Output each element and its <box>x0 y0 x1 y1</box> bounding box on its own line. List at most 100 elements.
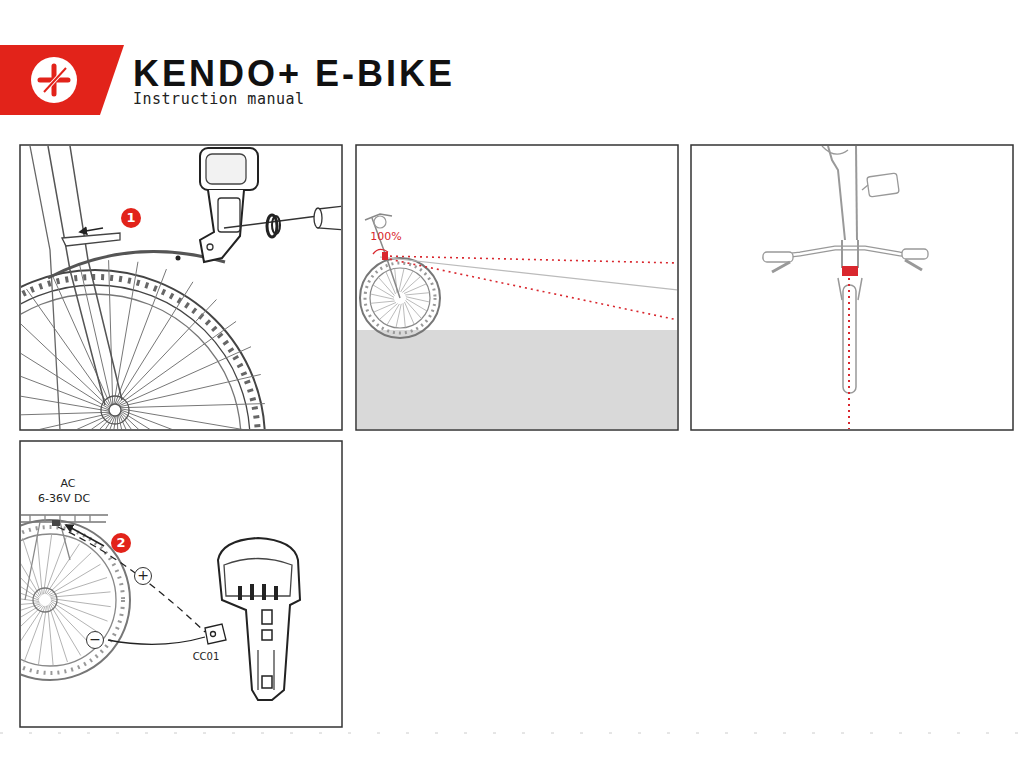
front-wheel-mount-part <box>48 252 225 278</box>
rear-wiring-part <box>262 676 272 688</box>
supply-voltage: 6-36V DC <box>38 492 90 505</box>
wheel-spoke <box>121 410 256 429</box>
wheel-spoke <box>48 605 53 665</box>
wheel-spoke <box>109 260 113 404</box>
rear-wiring-part <box>33 588 57 612</box>
front-wheel-mount-part <box>224 216 318 228</box>
wheel-spoke <box>399 268 404 292</box>
wheel-spoke <box>116 282 193 404</box>
top-view-alignment-part <box>772 262 790 272</box>
rear-wiring-part <box>108 637 205 644</box>
wheel-spoke <box>118 321 236 405</box>
wheel-spoke <box>403 303 405 327</box>
beam-alignment-part <box>384 258 677 320</box>
wheel-spoke <box>21 413 110 429</box>
front-wheel-mount-part <box>101 396 129 424</box>
rear-wiring-part <box>205 624 226 644</box>
subtitle: Instruction manual <box>133 90 305 108</box>
top-view-alignment-part <box>862 185 868 190</box>
wheel-spoke <box>21 415 112 429</box>
beam-alignment-part <box>380 257 677 290</box>
wheel-spoke <box>26 289 110 407</box>
beam-alignment-part <box>374 216 386 228</box>
callout-number: 1 <box>121 208 141 228</box>
wheel-spoke <box>21 603 40 608</box>
top-view-alignment-part <box>902 249 928 259</box>
rear-wiring-part <box>211 632 216 637</box>
rear-wiring-part <box>262 630 272 640</box>
wheel-spoke <box>21 604 40 623</box>
panel-frame <box>20 145 1013 727</box>
rear-wiring-part <box>25 522 70 600</box>
front-wheel-mount-part <box>21 277 258 429</box>
wheel-spoke <box>21 309 109 408</box>
wheel-spoke <box>120 374 261 406</box>
top-view-alignment-part <box>856 146 857 240</box>
wheel-spoke <box>51 599 111 607</box>
rear-wiring <box>21 515 300 700</box>
front-wheel-mount-part <box>21 260 265 429</box>
top-view-alignment-part <box>828 146 845 240</box>
front-wheel-mount-part <box>21 270 265 429</box>
beam-alignment-part <box>365 214 392 220</box>
wheel-spoke <box>52 274 111 406</box>
wheel-spoke <box>370 294 394 299</box>
polarity-symbol: + <box>134 567 152 585</box>
top-view-alignment-part <box>905 260 922 270</box>
top-view-alignment-part <box>867 173 899 197</box>
wheel-spoke <box>24 606 45 663</box>
rear-wiring-part <box>218 538 300 700</box>
page-rule <box>0 733 1024 734</box>
supply-type: AC <box>60 477 75 490</box>
wheel-spoke <box>44 534 52 594</box>
wheel-spoke <box>406 297 430 302</box>
top-view-alignment-part <box>848 278 850 429</box>
rear-wiring-part <box>21 520 130 680</box>
wheel-spoke <box>21 416 113 429</box>
wheel-spoke <box>374 302 396 312</box>
rear-wiring-part <box>52 520 60 526</box>
beam-alignment <box>357 214 677 429</box>
page-title: KENDO+ E-BIKE <box>133 53 455 95</box>
wheel-spoke <box>121 404 265 408</box>
wheel-spoke <box>21 412 109 416</box>
connector-code: CC01 <box>193 651 220 662</box>
front-wheel-mount-part <box>80 228 103 232</box>
brand-logo <box>0 45 124 115</box>
wheel-spoke <box>21 387 109 411</box>
front-wheel-mount-part <box>70 146 122 400</box>
front-wheel-mount-part <box>200 148 258 190</box>
rear-wiring-part <box>58 527 205 632</box>
rear-wiring-part <box>262 610 272 624</box>
top-view-alignment-part <box>763 252 793 262</box>
front-wheel-mount-part <box>176 256 181 261</box>
front-wheel-mount <box>21 146 341 429</box>
wheel-spoke <box>49 564 101 595</box>
wheel-spoke <box>50 604 81 656</box>
brand-logo-part <box>0 45 124 115</box>
brand-logo-part <box>44 68 66 92</box>
front-wheel-mount-part <box>30 146 60 429</box>
brand-logo-part <box>40 66 68 94</box>
wheel-spoke <box>51 600 108 621</box>
top-view-alignment-part <box>822 146 848 154</box>
front-wheel-mount-part <box>272 216 280 234</box>
rear-wiring-part <box>21 527 123 673</box>
polarity-symbol: − <box>86 631 104 649</box>
panel-frame-part <box>356 145 678 430</box>
wheel-spoke <box>21 605 43 647</box>
wheel-spoke <box>404 302 414 324</box>
beam-alignment-part <box>384 256 677 263</box>
top-view-alignment <box>763 146 928 429</box>
front-wheel-mount-part <box>206 154 246 184</box>
rear-wiring-part <box>21 515 108 522</box>
wheel-spoke <box>21 606 44 656</box>
wheel-spoke <box>38 606 46 666</box>
front-wheel-mount-part <box>109 404 121 416</box>
rear-wiring-part <box>224 559 292 597</box>
wheel-spoke <box>121 409 263 429</box>
beam-alignment-part <box>357 330 677 429</box>
front-wheel-mount-part <box>62 233 120 246</box>
